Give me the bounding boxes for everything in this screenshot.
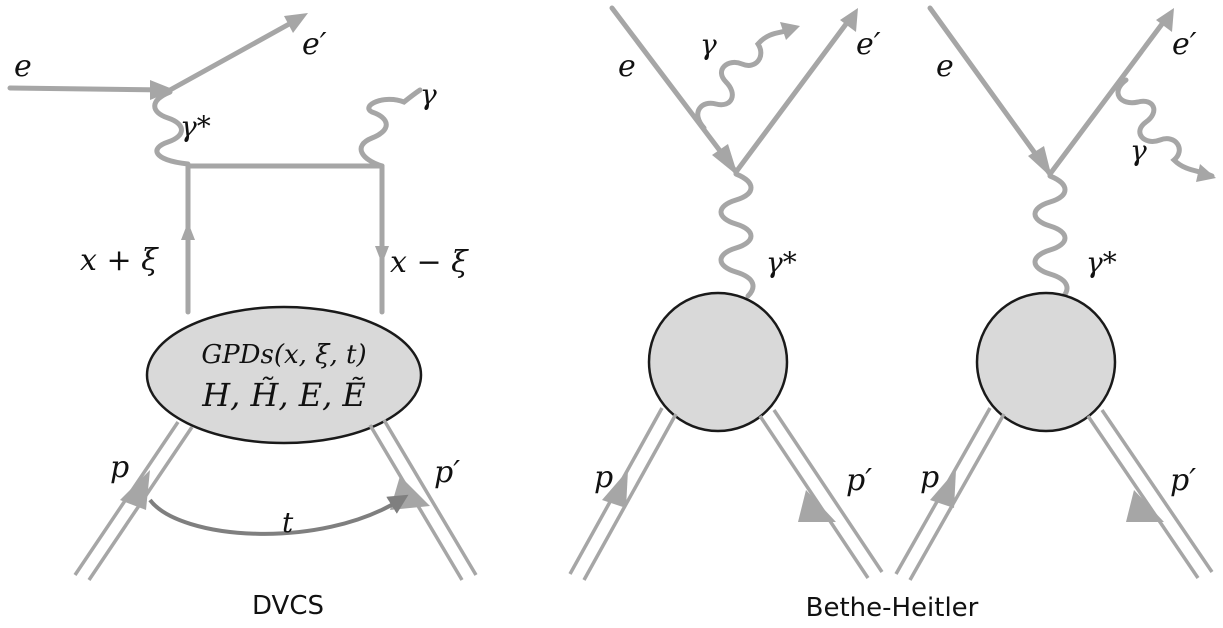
bh2-label-virtual-photon: γ* xyxy=(1086,246,1117,279)
dvcs-label-virtual-photon: γ* xyxy=(180,110,211,143)
bh2-label-p-in: p xyxy=(920,460,939,495)
bh1-electron-in xyxy=(609,5,739,175)
bh-diagram-1 xyxy=(568,5,884,581)
bh1-proton-in-2 xyxy=(582,413,678,581)
bh1-label-virtual-photon: γ* xyxy=(766,246,797,279)
bh2-electron-out-arrow xyxy=(1156,8,1174,32)
bethe-heitler-caption: Bethe-Heitler xyxy=(806,593,979,623)
dvcs-proton-in-arrow xyxy=(120,470,150,510)
bh2-proton-out-1 xyxy=(1086,415,1200,579)
momentum-transfer-arrow xyxy=(148,494,409,536)
dvcs-quark-right-arrow xyxy=(375,246,389,264)
bh1-virtual-photon xyxy=(718,171,756,299)
dvcs-electron-in xyxy=(7,85,171,93)
dvcs-label-p-in: p xyxy=(110,450,129,485)
dvcs-electron-in-arrow xyxy=(150,80,175,100)
bh2-label-e-in: e xyxy=(936,49,954,84)
dvcs-virtual-photon xyxy=(152,89,191,167)
dvcs-label-x-minus: x − ξ xyxy=(390,245,469,280)
bh1-proton-blob xyxy=(647,291,789,433)
bh2-label-p-out: p′ xyxy=(1170,463,1196,498)
dvcs-electron-out-arrow xyxy=(284,13,308,33)
bh2-electron-in xyxy=(927,5,1053,177)
bh1-real-photon xyxy=(695,25,797,131)
bh2-proton-out-2 xyxy=(1100,409,1214,573)
bh1-label-e-out: e′ xyxy=(856,27,881,62)
bh1-electron-out-arrow xyxy=(840,8,858,32)
dvcs-quark-left-arrow xyxy=(181,222,195,240)
bh1-label-e-in: e xyxy=(618,49,636,84)
dvcs-real-photon xyxy=(358,87,423,169)
bh2-real-photon xyxy=(1115,77,1215,179)
gpd-blob xyxy=(145,305,423,445)
bh1-proton-in-arrow xyxy=(602,470,628,508)
bh1-label-p-in: p xyxy=(594,460,613,495)
bh1-electron-out xyxy=(733,13,855,175)
dvcs-label-t: t xyxy=(282,506,294,539)
bh1-label-real-photon: γ xyxy=(700,28,717,61)
dvcs-label-p-out: p′ xyxy=(434,455,460,490)
bh2-proton-blob xyxy=(975,291,1117,433)
bh2-proton-out-arrow xyxy=(1126,490,1164,522)
dvcs-proton-out-2 xyxy=(382,419,478,576)
dvcs-proton-out-arrow xyxy=(390,476,430,510)
bh1-real-photon-arrow xyxy=(780,22,800,40)
gpd-label-line2: H, H̃, E, Ẽ xyxy=(201,376,366,414)
bh1-electron-in-arrow xyxy=(712,144,738,176)
bh2-real-photon-arrow xyxy=(1196,164,1216,182)
dvcs-caption: DVCS xyxy=(252,591,324,621)
dvcs-electron-out xyxy=(167,15,303,93)
bh1-proton-out-arrow xyxy=(798,490,836,522)
bh2-virtual-photon xyxy=(1032,173,1070,301)
bh2-electron-in-arrow xyxy=(1028,146,1052,178)
dvcs-diagram xyxy=(7,13,478,581)
bh1-label-p-out: p′ xyxy=(846,463,872,498)
gpd-label-line1: GPDs(x, ξ, t) xyxy=(201,340,366,370)
bh2-label-real-photon: γ xyxy=(1130,134,1147,167)
bh1-proton-out-2 xyxy=(772,409,884,573)
dvcs-label-x-plus: x + ξ xyxy=(80,243,159,278)
dvcs-label-e-out: e′ xyxy=(302,27,327,62)
bh2-proton-in-arrow xyxy=(930,470,956,508)
bh-diagram-2 xyxy=(894,5,1216,581)
bh2-proton-in-2 xyxy=(908,413,1006,581)
dvcs-label-e-in: e xyxy=(14,49,32,84)
bh2-electron-out xyxy=(1047,13,1171,177)
bh2-label-e-out: e′ xyxy=(1172,27,1197,62)
dvcs-label-real-photon: γ xyxy=(420,78,437,111)
bh1-proton-out-1 xyxy=(758,415,870,579)
